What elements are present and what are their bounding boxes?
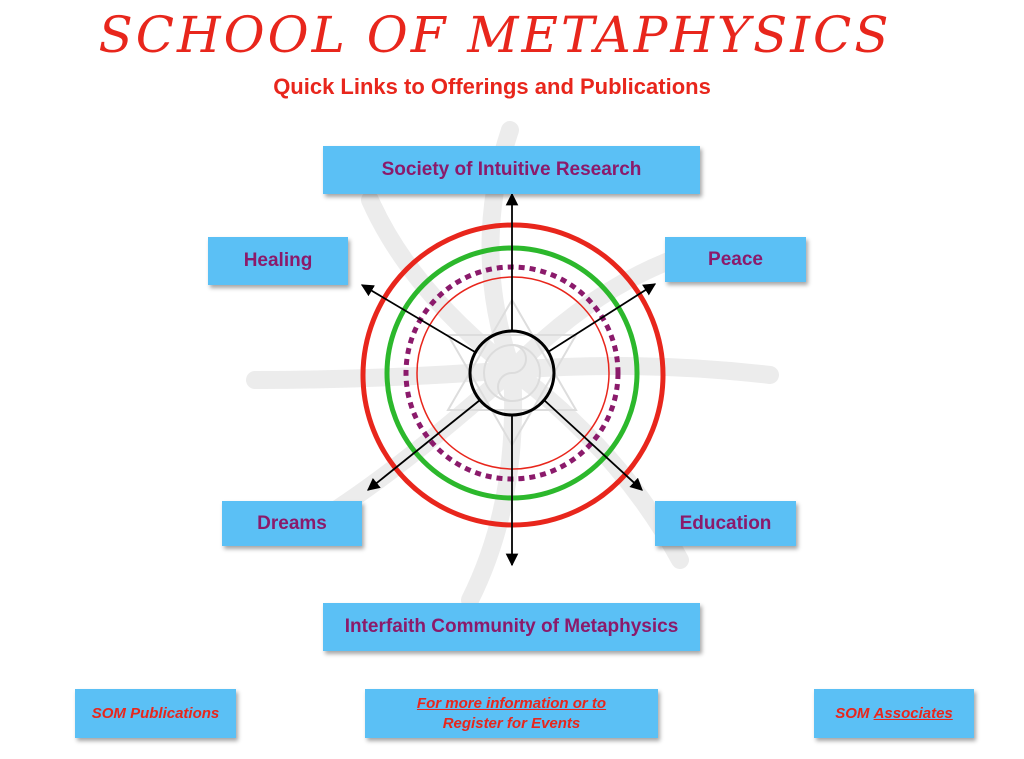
education-link-button[interactable]: Education: [655, 501, 796, 546]
star-of-david-icon: [446, 298, 578, 447]
associates-link[interactable]: Associates: [873, 705, 953, 722]
associates-prefix: SOM: [835, 705, 874, 722]
register-line-2[interactable]: Register for Events: [442, 714, 581, 732]
register-events-button[interactable]: For more information or to Register for …: [365, 689, 658, 738]
som-publications-label: SOM Publications: [91, 705, 220, 722]
dreams-link-button[interactable]: Dreams: [222, 501, 362, 546]
yin-yang-icon: [483, 344, 541, 402]
page-subtitle: Quick Links to Offerings and Publication…: [273, 74, 711, 99]
healing-link-button[interactable]: Healing: [208, 237, 348, 285]
interfaith-link-button[interactable]: Interfaith Community of Metaphysics: [323, 603, 700, 651]
society-link-button[interactable]: Society of Intuitive Research: [323, 146, 700, 194]
som-publications-button[interactable]: SOM Publications: [75, 689, 236, 738]
peace-link-button[interactable]: Peace: [665, 237, 806, 282]
register-line-1[interactable]: For more information or to: [416, 694, 607, 712]
som-associates-button[interactable]: SOM Associates: [814, 689, 974, 738]
page-title: SCHOOL OF METAPHYSICS: [98, 6, 892, 64]
